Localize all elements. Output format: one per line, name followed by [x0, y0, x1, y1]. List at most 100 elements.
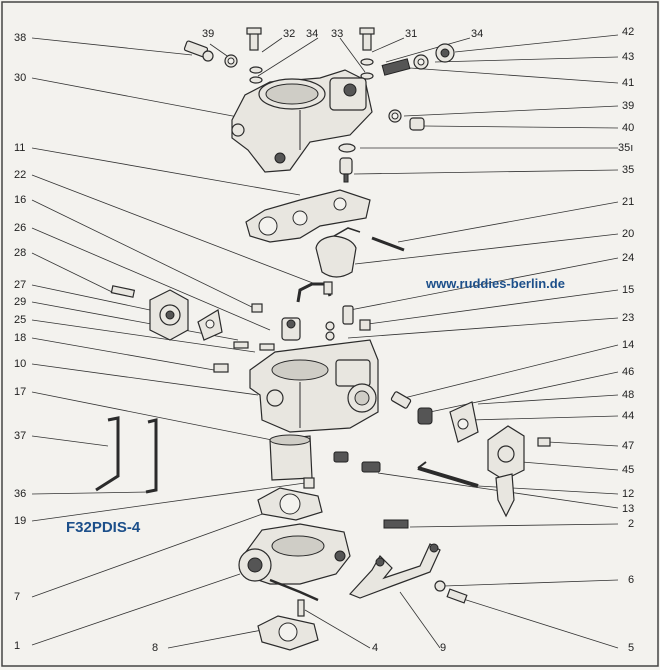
label-9: 9	[440, 642, 447, 654]
label-17: 17	[14, 386, 27, 398]
label-44: 44	[622, 410, 635, 422]
label-23: 23	[622, 312, 635, 324]
part-24-jet	[342, 305, 354, 325]
label-36: 36	[14, 488, 27, 500]
label-18: 18	[14, 332, 27, 344]
part-42-jet	[435, 43, 455, 63]
part-36-rod	[145, 418, 158, 494]
part-29-gasket	[197, 309, 223, 341]
label-33: 33	[331, 28, 344, 40]
part-15-screw	[359, 319, 371, 331]
part-44-cover	[487, 425, 525, 481]
label-26: 26	[14, 222, 27, 234]
label-22: 22	[14, 169, 27, 181]
label-34-top-b: 34	[471, 28, 484, 40]
label-25: 25	[14, 314, 27, 326]
part-32-screw	[246, 27, 262, 51]
label-29: 29	[14, 296, 27, 308]
label-38: 38	[14, 32, 27, 44]
label-40: 40	[622, 122, 635, 134]
part-27-choke-cover	[149, 289, 189, 341]
part-12-rod	[417, 461, 479, 488]
part-9-lever	[348, 543, 441, 599]
model-name: F32PDIS-4	[66, 519, 141, 536]
part-38-screw	[183, 40, 214, 62]
part-40-plug	[409, 117, 425, 131]
part-28-screw	[110, 285, 136, 298]
label-13: 13	[622, 503, 635, 515]
part-37-rod	[95, 416, 120, 492]
part-4-screw	[297, 599, 305, 617]
part-5-screw	[446, 588, 468, 604]
part-47-screw	[537, 437, 551, 447]
part-8-gasket	[257, 615, 319, 651]
part-45-lever	[495, 473, 515, 518]
label-47: 47	[622, 440, 635, 452]
label-27: 27	[14, 279, 27, 291]
part-48-gasket	[449, 401, 479, 443]
label-34-top-a: 34	[306, 28, 319, 40]
label-35: 35	[622, 164, 635, 176]
label-35i: 35ı	[618, 142, 634, 154]
part-6-washer	[434, 580, 446, 592]
label-12: 12	[622, 488, 635, 500]
part-17-venturi	[269, 434, 313, 481]
label-8: 8	[152, 642, 159, 654]
part-25-screw	[233, 341, 249, 349]
label-30: 30	[14, 72, 27, 84]
part-35-needle-valve	[339, 157, 353, 183]
part-13-jets	[333, 451, 381, 473]
label-14: 14	[622, 339, 635, 351]
part-20-float	[315, 227, 361, 278]
label-4: 4	[372, 642, 379, 654]
label-31: 31	[405, 28, 418, 40]
label-42: 42	[622, 26, 635, 38]
label-20: 20	[622, 228, 635, 240]
label-15: 15	[622, 284, 635, 296]
part-14-screw	[390, 391, 412, 409]
part-18-jet	[213, 363, 229, 373]
part-10-carb-body	[249, 339, 379, 433]
part-31-screw	[359, 27, 375, 51]
label-41: 41	[622, 77, 635, 89]
label-28: 28	[14, 247, 27, 259]
watermark-url: www.ruddies-berlin.de	[426, 276, 565, 291]
label-16: 16	[14, 194, 27, 206]
part-30-carb-cover	[231, 69, 373, 173]
part-2-screw	[383, 519, 409, 529]
label-10: 10	[14, 358, 27, 370]
part-34-washer	[249, 66, 263, 74]
part-46-spring	[417, 407, 433, 425]
label-48: 48	[622, 389, 635, 401]
label-2: 2	[628, 518, 635, 530]
label-39-top: 39	[202, 28, 215, 40]
label-39-right: 39	[622, 100, 635, 112]
label-5: 5	[628, 642, 635, 654]
part-21-pin	[371, 236, 405, 252]
part-1-throttle-body	[238, 523, 351, 602]
part-33-washer	[249, 76, 263, 84]
label-45: 45	[622, 464, 635, 476]
label-43: 43	[622, 51, 635, 63]
part-26-jet-holder	[281, 317, 301, 341]
label-37: 37	[14, 430, 27, 442]
label-24: 24	[622, 252, 635, 264]
part-41-spring	[381, 58, 411, 76]
label-7: 7	[14, 591, 21, 603]
part-16-jet	[251, 303, 263, 313]
part-23-washer	[325, 331, 335, 341]
part-7-gasket	[257, 487, 323, 521]
leader-lines-right	[209, 34, 619, 649]
label-11: 11	[14, 142, 26, 154]
label-46: 46	[622, 366, 635, 378]
part-11-gasket	[245, 189, 371, 243]
label-19: 19	[14, 515, 27, 527]
label-21: 21	[622, 196, 635, 208]
part-19-screw	[303, 477, 315, 489]
label-1: 1	[14, 640, 21, 652]
label-6: 6	[628, 574, 635, 586]
label-32: 32	[283, 28, 296, 40]
